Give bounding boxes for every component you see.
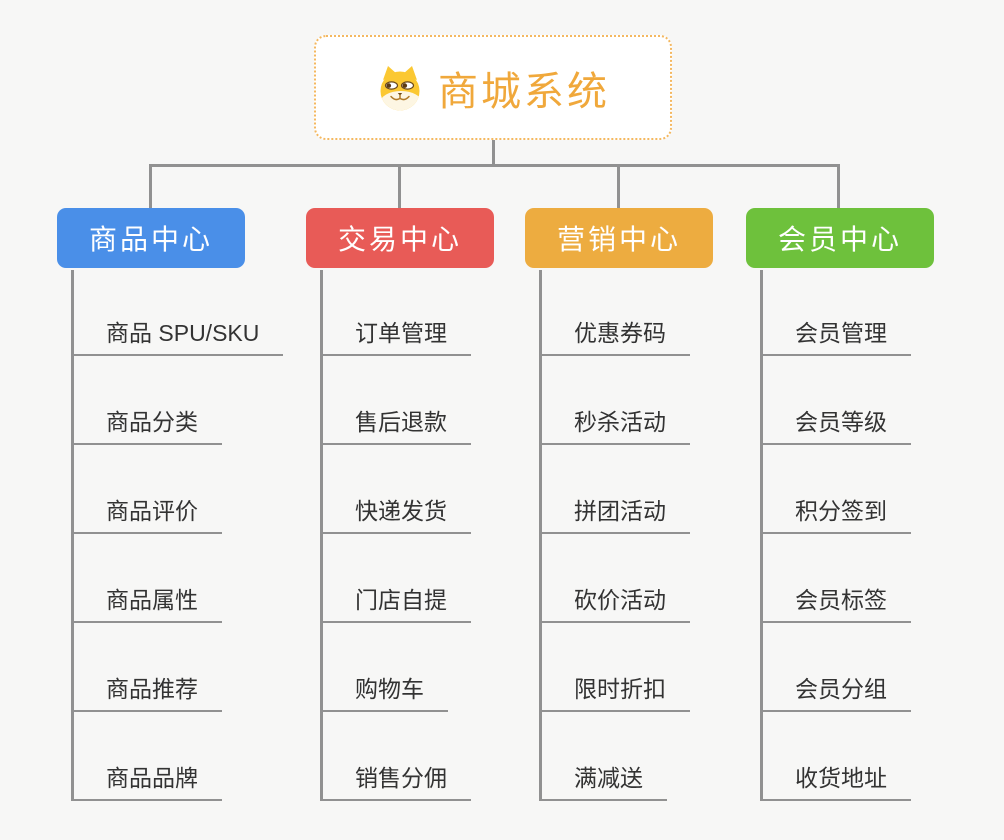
leaf-node-flash-sale[interactable]: 秒杀活动 <box>539 409 690 445</box>
leaf-node-product-attribute[interactable]: 商品属性 <box>71 587 222 623</box>
leaf-node-sales-commission[interactable]: 销售分佣 <box>320 765 471 801</box>
leaf-node-express-shipping[interactable]: 快递发货 <box>320 498 471 534</box>
leaf-node-coupon-codes[interactable]: 优惠券码 <box>539 320 690 356</box>
connector-branch-vertical <box>71 270 74 801</box>
leaf-node-aftersale-refund[interactable]: 售后退款 <box>320 409 471 445</box>
root-node-title: 商城系统 <box>438 69 610 114</box>
leaf-node-store-pickup[interactable]: 门店自提 <box>320 587 471 623</box>
leaf-node-member-management[interactable]: 会员管理 <box>760 320 911 356</box>
leaf-node-points-checkin[interactable]: 积分签到 <box>760 498 911 534</box>
leaf-node-spend-save[interactable]: 满减送 <box>539 765 667 801</box>
leaf-node-member-tags[interactable]: 会员标签 <box>760 587 911 623</box>
branch-node-trade-center[interactable]: 交易中心 <box>306 208 494 268</box>
branch-label: 商品中心 <box>88 224 213 255</box>
leaf-node-limited-time-discount[interactable]: 限时折扣 <box>539 676 690 712</box>
leaf-node-member-level[interactable]: 会员等级 <box>760 409 911 445</box>
connector-bus-horizontal <box>149 164 840 167</box>
leaf-node-order-management[interactable]: 订单管理 <box>320 320 471 356</box>
leaf-node-product-brand[interactable]: 商品品牌 <box>71 765 222 801</box>
branch-label: 营销中心 <box>556 224 681 255</box>
shiba-dog-icon <box>380 65 420 110</box>
root-node-mall-system[interactable]: 商城系统 <box>314 35 672 140</box>
branch-node-marketing-center[interactable]: 营销中心 <box>525 208 713 268</box>
leaf-node-product-review[interactable]: 商品评价 <box>71 498 222 534</box>
branch-label: 交易中心 <box>337 224 462 255</box>
connector-drop-branch-2 <box>398 164 401 210</box>
leaf-node-product-category[interactable]: 商品分类 <box>71 409 222 445</box>
leaf-node-bargain-activity[interactable]: 砍价活动 <box>539 587 690 623</box>
connector-root-vertical <box>492 140 495 167</box>
connector-drop-branch-4 <box>837 164 840 210</box>
branch-label: 会员中心 <box>777 224 902 255</box>
leaf-node-product-spu-sku[interactable]: 商品 SPU/SKU <box>71 320 284 356</box>
branch-node-product-center[interactable]: 商品中心 <box>57 208 245 268</box>
branch-node-member-center[interactable]: 会员中心 <box>746 208 934 268</box>
connector-branch-vertical <box>320 270 323 801</box>
leaf-node-group-buying[interactable]: 拼团活动 <box>539 498 690 534</box>
connector-branch-vertical <box>539 270 542 801</box>
connector-drop-branch-1 <box>149 164 152 210</box>
branch-column-trade-center: 交易中心 订单管理 售后退款 快递发货 门店自提 购物车 销售分佣 <box>306 208 494 840</box>
branch-column-member-center: 会员中心 会员管理 会员等级 积分签到 会员标签 会员分组 收货地址 <box>746 208 934 840</box>
connector-drop-branch-3 <box>617 164 620 210</box>
leaf-node-shopping-cart[interactable]: 购物车 <box>320 676 448 712</box>
leaf-node-member-groups[interactable]: 会员分组 <box>760 676 911 712</box>
connector-branch-vertical <box>760 270 763 801</box>
branch-column-product-center: 商品中心 商品 SPU/SKU 商品分类 商品评价 商品属性 商品推荐 商品品牌 <box>57 208 284 840</box>
leaf-node-product-recommend[interactable]: 商品推荐 <box>71 676 222 712</box>
leaf-node-shipping-address[interactable]: 收货地址 <box>760 765 911 801</box>
branch-column-marketing-center: 营销中心 优惠券码 秒杀活动 拼团活动 砍价活动 限时折扣 满减送 <box>525 208 713 840</box>
